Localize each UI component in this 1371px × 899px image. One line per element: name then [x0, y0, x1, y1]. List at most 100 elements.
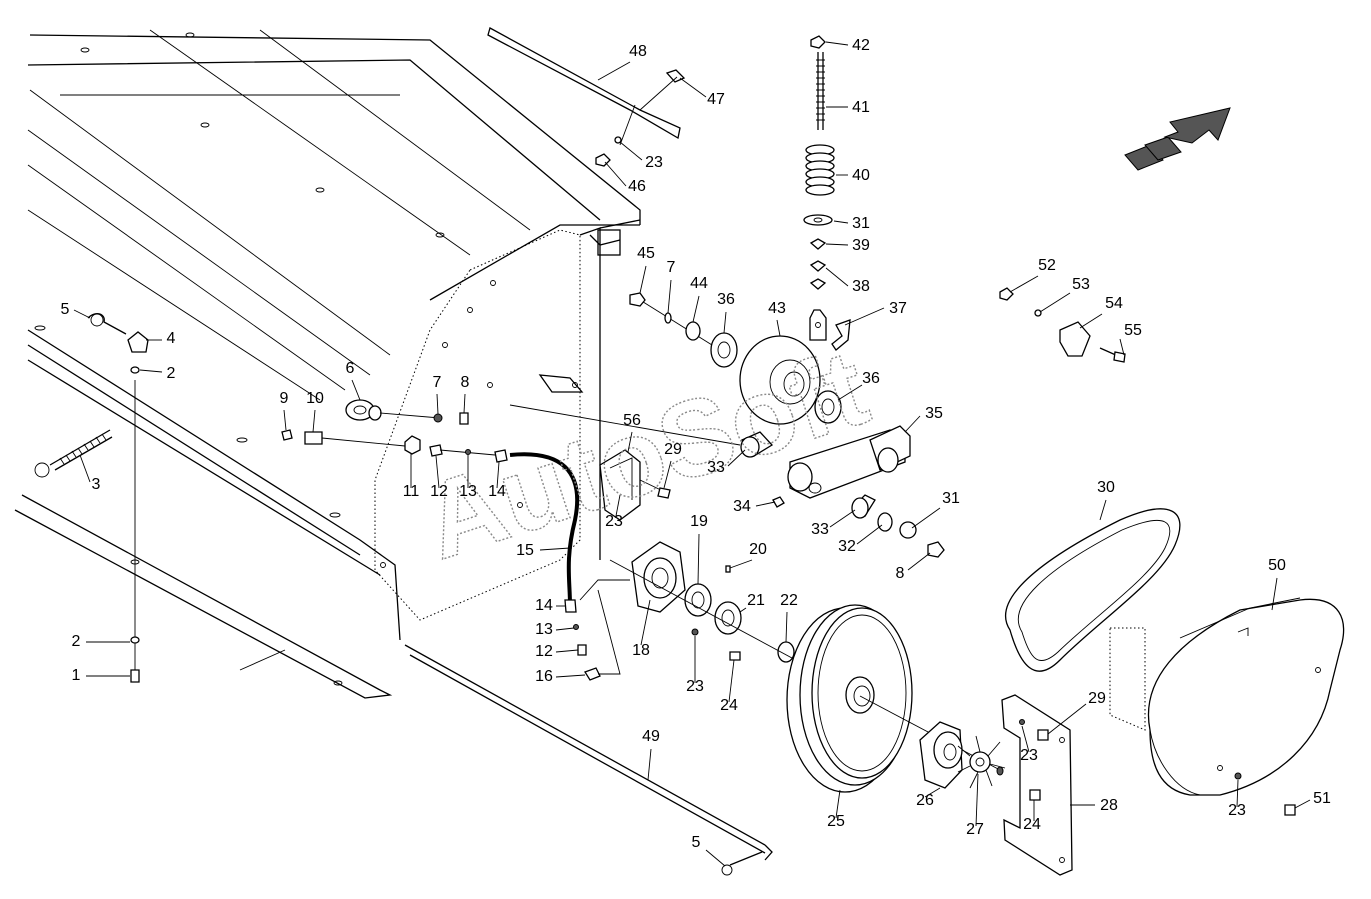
callout-c51: 51: [1294, 790, 1331, 809]
leader-line: [663, 460, 672, 489]
leader-line: [679, 77, 707, 98]
callout-c16: 16: [535, 668, 586, 685]
callout-label: 18: [632, 642, 650, 659]
callout-label: 31: [852, 215, 870, 232]
callout-label: 50: [1268, 557, 1286, 574]
callout-c47: 47: [679, 77, 725, 108]
callout-c27: 27: [966, 773, 984, 838]
callout-label: 48: [629, 43, 647, 60]
leader-line: [639, 265, 647, 294]
callout-label: 22: [780, 592, 798, 609]
callout-c14a: 14: [488, 461, 506, 500]
idler-pulley-43: [629, 292, 842, 425]
callout-c15: 15: [516, 542, 571, 559]
leader-line: [697, 533, 700, 585]
callout-label: 44: [690, 275, 708, 292]
callout-c34: 34: [733, 498, 776, 515]
leader-line: [692, 295, 700, 323]
callout-label: 25: [827, 813, 845, 830]
leader-line: [555, 649, 579, 653]
nut-46: [595, 153, 611, 167]
leader-line: [1271, 577, 1278, 611]
callout-label: 5: [692, 834, 701, 851]
leader-line: [829, 509, 856, 528]
leader-line: [1236, 779, 1239, 808]
callout-label: 14: [535, 597, 553, 614]
callout-label: 36: [717, 291, 735, 308]
guard-bracket-28: [1001, 694, 1073, 876]
leader-line: [1119, 338, 1125, 356]
callout-c11: 11: [403, 454, 419, 500]
callout-c23b: 23: [605, 494, 623, 530]
callout-c56: 56: [623, 412, 641, 453]
leader-line: [496, 461, 500, 489]
callout-c31b: 31: [911, 490, 960, 529]
callout-c25: 25: [827, 789, 845, 830]
compression-spring: [805, 144, 835, 196]
callout-label: 40: [852, 167, 870, 184]
cooling-fan-27: [957, 735, 1006, 789]
watermark-text: AutoSoft: [410, 326, 881, 582]
callout-label: 43: [768, 300, 786, 317]
leader-line: [776, 319, 781, 337]
callout-label: 20: [749, 541, 767, 558]
callout-c12b: 12: [535, 643, 579, 660]
leader-line: [597, 61, 631, 81]
idler-arm-35: [740, 425, 945, 558]
leader-line: [539, 547, 571, 551]
leader-line: [435, 455, 440, 489]
callout-c45: 45: [637, 245, 655, 294]
callout-c13a: 13: [459, 455, 477, 500]
leader-line: [729, 559, 753, 569]
leader-line: [727, 449, 746, 467]
leader-line: [312, 409, 316, 433]
callout-c20: 20: [729, 541, 767, 569]
callout-c24a: 24: [720, 659, 738, 714]
callout-label: 12: [430, 483, 448, 500]
callout-label: 33: [811, 521, 829, 538]
callout-c6: 6: [346, 360, 361, 401]
callout-c48: 48: [597, 43, 647, 81]
callout-c33b: 33: [811, 509, 856, 538]
callout-c36b: 36: [837, 370, 880, 401]
bearing-housing-18: [609, 541, 871, 701]
spring-tensioner-assembly: [803, 35, 851, 351]
callout-c3: 3: [79, 454, 101, 493]
leader-line: [619, 141, 643, 161]
callout-label: 38: [852, 278, 870, 295]
callout-c5b: 5: [692, 834, 726, 867]
callout-c36a: 36: [717, 291, 735, 334]
callout-label: 23: [605, 513, 623, 530]
callout-c7a: 7: [667, 259, 676, 314]
callout-c24b: 24: [1023, 800, 1041, 833]
leader-line: [283, 409, 287, 431]
leader-line: [911, 507, 941, 529]
leader-line: [844, 307, 885, 326]
callout-c26: 26: [916, 787, 941, 809]
callout-label: 9: [280, 390, 289, 407]
callout-label: 55: [1124, 322, 1142, 339]
callout-label: 29: [1088, 690, 1106, 707]
callout-c1: 1: [72, 667, 130, 684]
callout-label: 2: [167, 365, 176, 382]
callout-c8a: 8: [461, 374, 470, 414]
callout-label: 6: [346, 360, 355, 377]
callout-label: 4: [167, 330, 176, 347]
callout-label: 13: [535, 621, 553, 638]
leader-line: [351, 379, 361, 401]
leader-line: [1079, 313, 1103, 329]
callout-c35: 35: [904, 405, 943, 433]
callout-c33a: 33: [707, 449, 746, 476]
hitch-pin-5-bottom: [721, 851, 763, 876]
callout-c52: 52: [1009, 257, 1056, 293]
callout-c9: 9: [280, 390, 289, 431]
callout-label: 46: [628, 178, 646, 195]
callout-label: 47: [707, 91, 725, 108]
leader-line: [79, 454, 91, 483]
callout-label: 7: [433, 374, 442, 391]
callout-label: 45: [637, 245, 655, 262]
leader-line: [856, 524, 883, 545]
callout-label: 49: [642, 728, 660, 745]
callout-c42: 42: [825, 37, 870, 54]
callout-label: 21: [747, 592, 765, 609]
